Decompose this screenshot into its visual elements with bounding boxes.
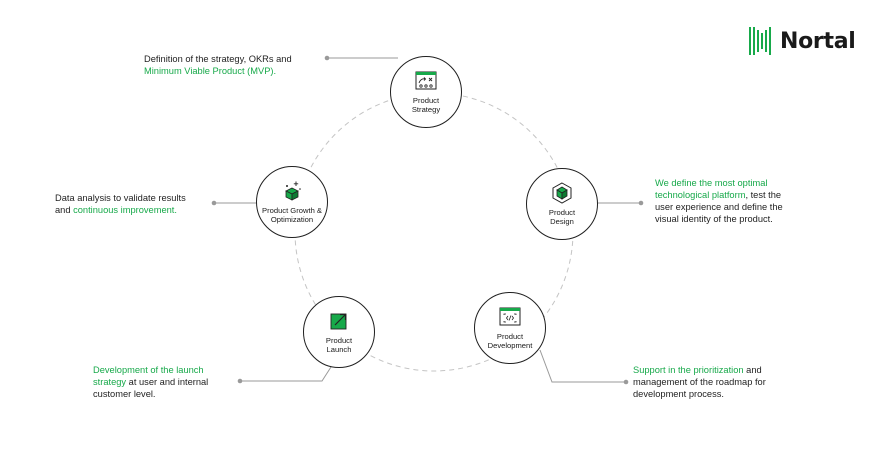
description-line: technological platform, test the xyxy=(655,189,783,201)
description-line: and continuous improvement. xyxy=(55,204,186,216)
brand-logo: Nortal xyxy=(748,26,856,56)
highlighted-text: Development of the launch xyxy=(93,365,204,375)
stage-label: Product xyxy=(548,208,576,217)
highlighted-text: We define the most optimal xyxy=(655,178,768,188)
description-line: strategy at user and internal xyxy=(93,376,208,388)
stage-label: Strategy xyxy=(411,105,441,114)
description-line: visual identity of the product. xyxy=(655,213,783,225)
description-line: customer level. xyxy=(93,388,208,400)
stage-label: Product xyxy=(325,336,353,345)
board-icon xyxy=(415,71,437,90)
brand-name: Nortal xyxy=(780,28,856,54)
stage-label: Product xyxy=(412,96,440,105)
description-text: and xyxy=(55,205,74,215)
stage-label: Product Growth & xyxy=(262,206,322,215)
description-text: visual identity of the product. xyxy=(655,214,773,224)
description-text: and xyxy=(743,365,762,375)
launch-arrow-icon xyxy=(330,313,347,330)
description-line: Minimum Viable Product (MVP). xyxy=(144,65,292,77)
highlighted-text: Minimum Viable Product (MVP). xyxy=(144,66,277,76)
description-text: user experience and define the xyxy=(655,202,783,212)
cube-hexagon-icon xyxy=(552,182,572,204)
description-text: , test the xyxy=(745,190,782,200)
description-text: Definition of the strategy, OKRs and xyxy=(144,54,292,64)
stage-label: Launch xyxy=(326,345,352,354)
description-line: Development of the launch xyxy=(93,364,208,376)
description-line: management of the roadmap for xyxy=(633,376,766,388)
highlighted-text: Support in the prioritization xyxy=(633,365,744,375)
description-text: customer level. xyxy=(93,389,156,399)
stage-label: Product xyxy=(496,332,524,341)
nortal-logo-icon xyxy=(749,27,771,55)
stage-node-design: Product Design xyxy=(526,168,598,240)
highlighted-text: technological platform xyxy=(655,190,746,200)
description-line: Data analysis to validate results xyxy=(55,192,186,204)
stage-node-development: Product Development xyxy=(474,292,546,364)
connector-growth xyxy=(211,200,258,206)
description-line: development process. xyxy=(633,388,766,400)
highlighted-text: strategy xyxy=(93,377,127,387)
stage-node-launch: Product Launch xyxy=(303,296,375,368)
description-line: user experience and define the xyxy=(655,201,783,213)
description-text: at user and internal xyxy=(126,377,209,387)
connector-strategy xyxy=(324,55,398,61)
connector-launch xyxy=(237,366,332,384)
connector-design xyxy=(598,200,644,206)
stage-label: Optimization xyxy=(270,215,314,224)
stage-node-growth: Product Growth & Optimization xyxy=(256,166,328,238)
description-line: Definition of the strategy, OKRs and xyxy=(144,53,292,65)
description-text: Data analysis to validate results xyxy=(55,193,186,203)
description-text: development process. xyxy=(633,389,724,399)
code-window-icon xyxy=(499,307,521,326)
stage-label: Design xyxy=(550,217,574,226)
sparkle-cube-icon xyxy=(285,181,301,201)
highlighted-text: continuous improvement. xyxy=(73,205,177,215)
stage-label: Development xyxy=(487,341,533,350)
connector-development xyxy=(539,349,629,385)
description-line: Support in the prioritization and xyxy=(633,364,766,376)
description-line: We define the most optimal xyxy=(655,177,783,189)
stage-node-strategy: Product Strategy xyxy=(390,56,462,128)
description-text: management of the roadmap for xyxy=(633,377,766,387)
